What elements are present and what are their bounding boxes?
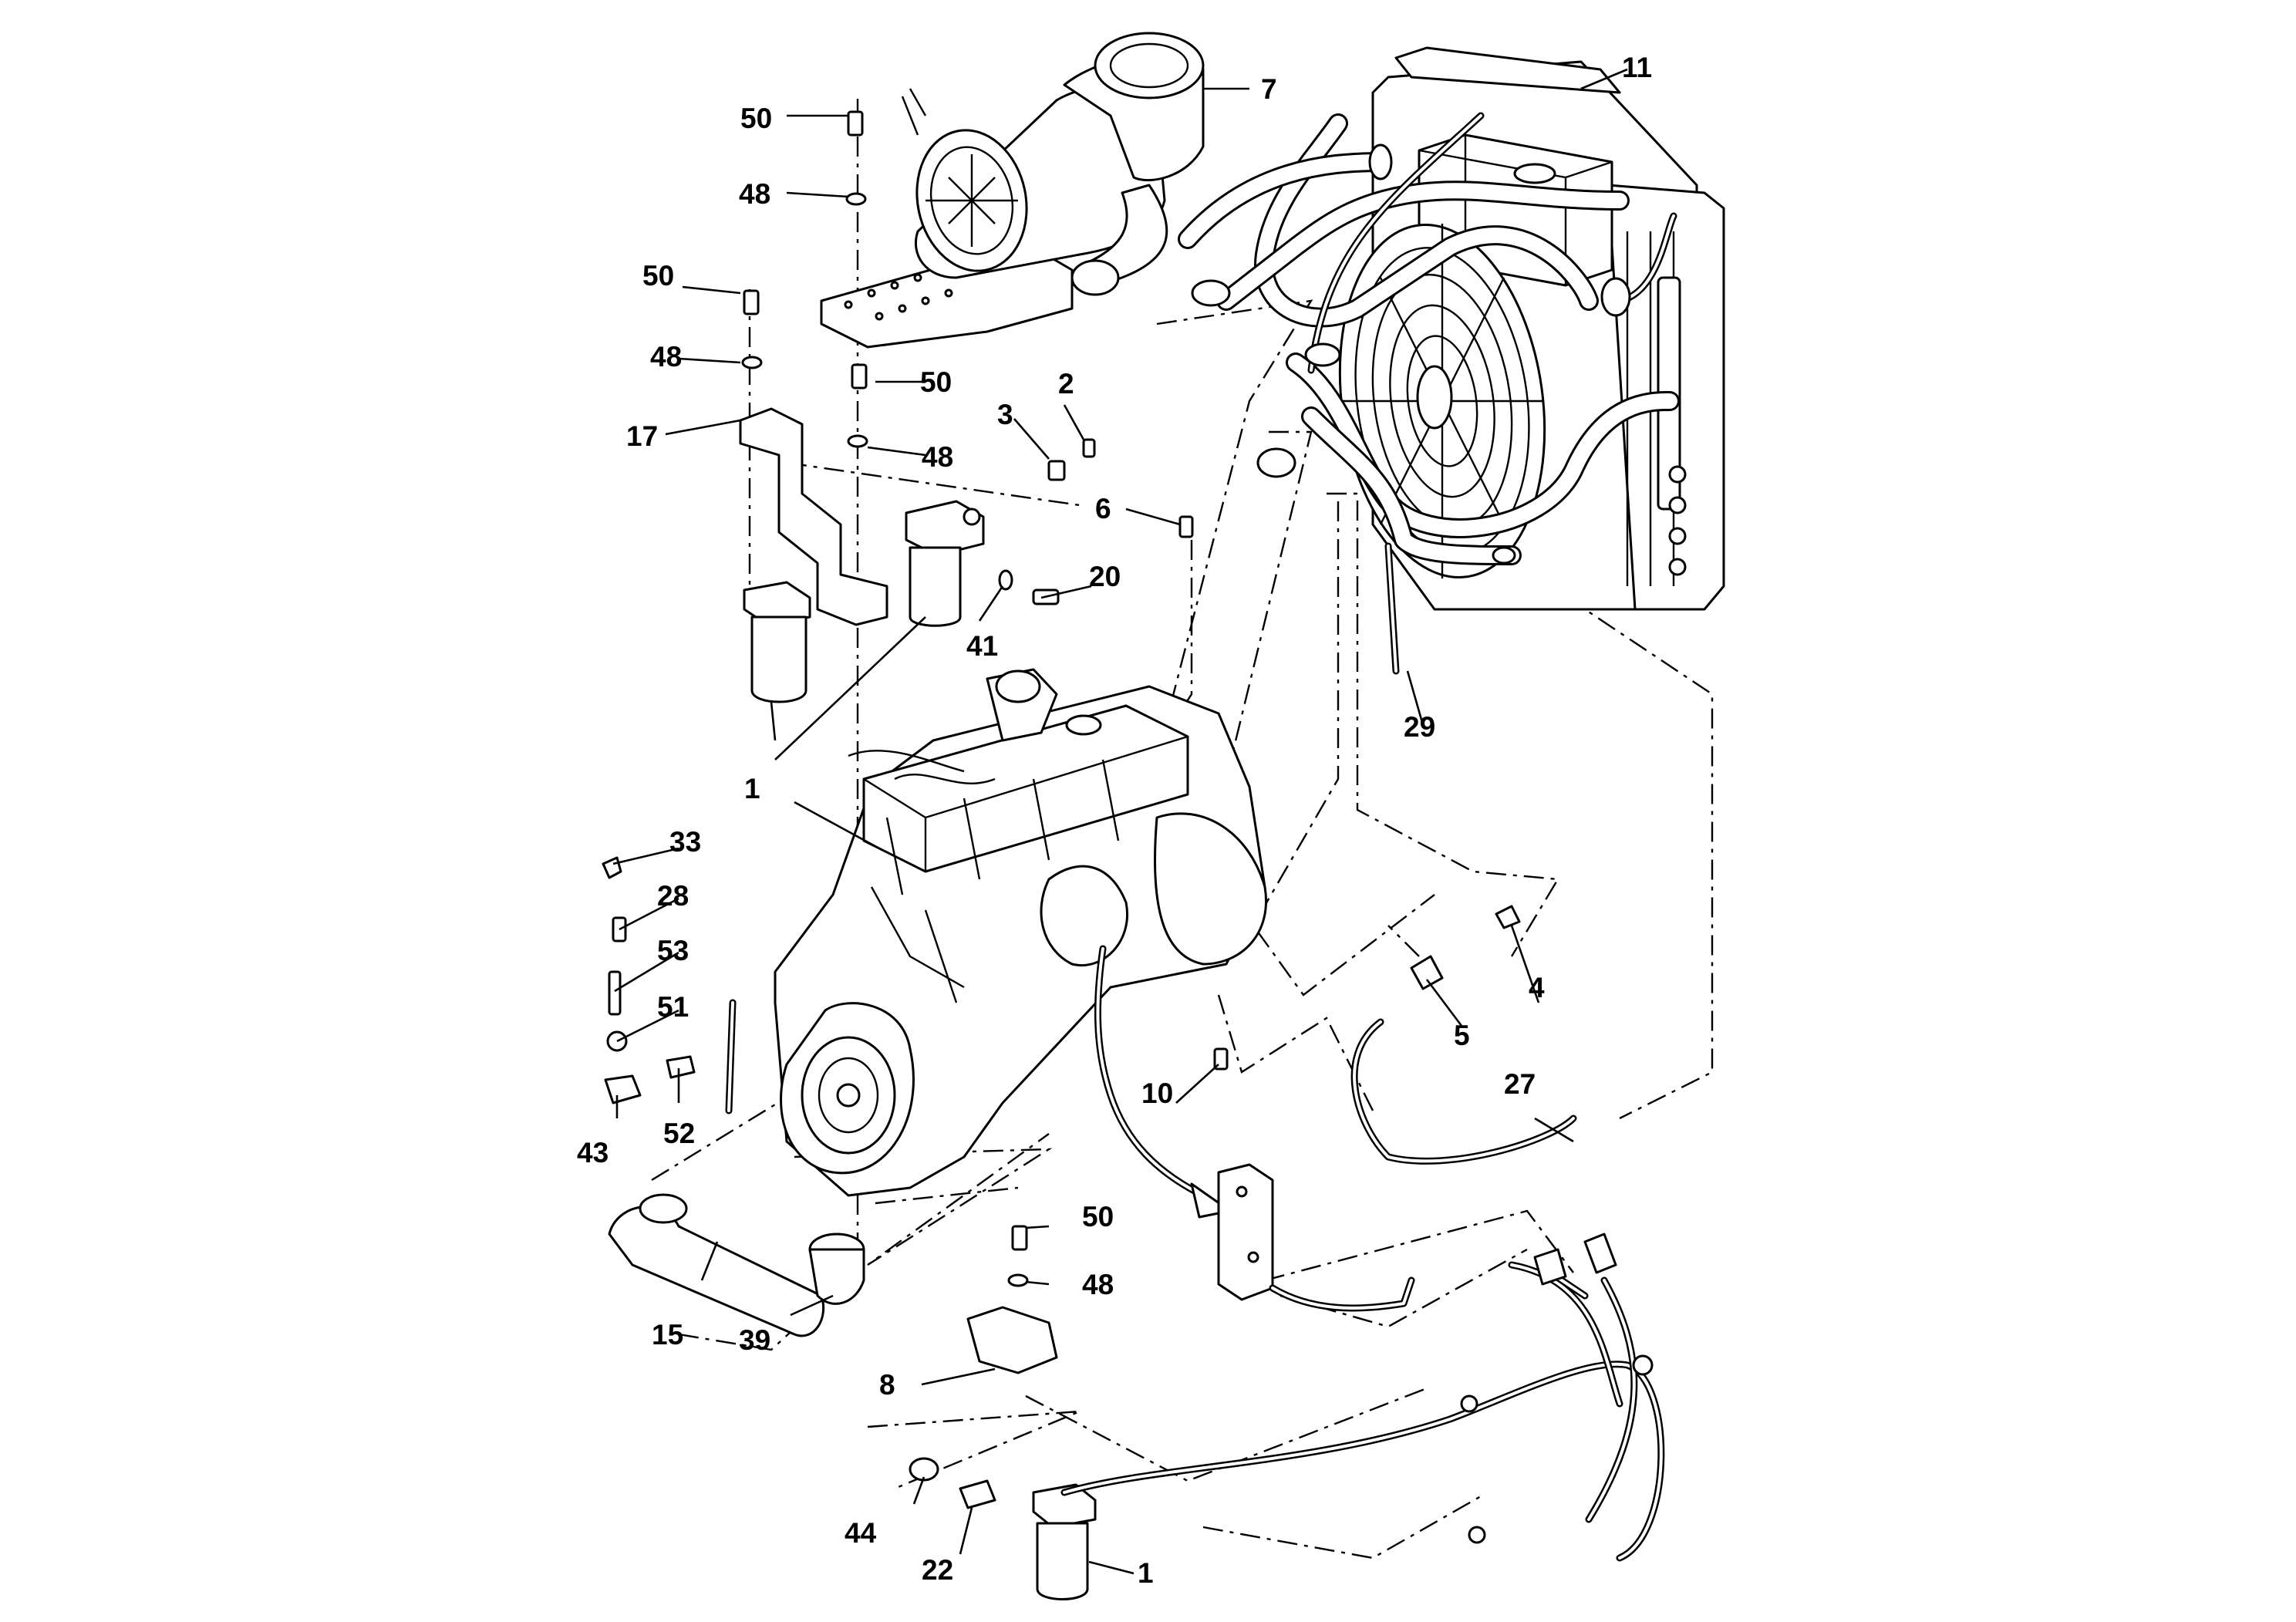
fuel-filter-center: [905, 500, 985, 627]
exhaust-clamp: [808, 1233, 865, 1305]
exhaust-pipe: [608, 1193, 825, 1337]
callout-50: 50: [920, 366, 952, 398]
mount-bracket-8: [966, 1306, 1058, 1374]
callout-48: 48: [739, 178, 770, 210]
callout-48: 48: [1082, 1269, 1114, 1300]
callout-39: 39: [739, 1324, 770, 1356]
radiator-ports: [1668, 465, 1687, 576]
engine-block: [725, 668, 1267, 1219]
callout-43: 43: [577, 1137, 609, 1168]
callout-44: 44: [845, 1517, 877, 1549]
callout-20: 20: [1089, 561, 1121, 592]
callout-10: 10: [1141, 1077, 1173, 1109]
callout-48: 48: [922, 441, 953, 473]
callout-11: 11: [1622, 52, 1652, 83]
callout-28: 28: [657, 880, 689, 912]
fuel-lines: [1060, 1018, 1665, 1562]
bracket-holes: [844, 273, 953, 321]
callout-22: 22: [922, 1554, 953, 1586]
callout-52: 52: [663, 1118, 695, 1149]
air-cleaner-assembly: [820, 32, 1205, 349]
callout-5: 5: [1454, 1020, 1470, 1051]
callout-48: 48: [650, 341, 682, 373]
filter-bracket: [739, 407, 888, 626]
callout-51: 51: [657, 991, 689, 1023]
callout-27: 27: [1504, 1068, 1536, 1100]
callout-1: 1: [744, 773, 760, 804]
radiator-cooler-assembly: [1178, 46, 1725, 611]
callout-2: 2: [1058, 368, 1074, 400]
callout-50: 50: [1082, 1201, 1114, 1233]
callout-33: 33: [669, 826, 701, 858]
callout-1: 1: [1138, 1557, 1154, 1589]
bracket-plate: [1217, 1163, 1274, 1301]
leader-lines: [612, 68, 1628, 1575]
callout-labels: 50 48 7 11 50 48 50 48 17 2 3 6 20 41 1 …: [577, 52, 1652, 1589]
callout-3: 3: [997, 399, 1013, 430]
callout-4: 4: [1529, 972, 1545, 1003]
callout-50: 50: [642, 260, 674, 292]
callout-53: 53: [657, 935, 689, 966]
small-hardware: [602, 110, 1521, 1509]
callout-7: 7: [1261, 73, 1277, 105]
callout-29: 29: [1404, 711, 1435, 743]
callout-15: 15: [652, 1319, 683, 1351]
callout-50: 50: [740, 103, 772, 134]
callout-8: 8: [879, 1369, 895, 1401]
callout-17: 17: [626, 420, 658, 452]
callout-41: 41: [966, 630, 998, 662]
fuel-filter-lower: [1032, 1483, 1097, 1600]
fuel-filter-left: [743, 581, 811, 703]
callout-6: 6: [1095, 493, 1111, 524]
